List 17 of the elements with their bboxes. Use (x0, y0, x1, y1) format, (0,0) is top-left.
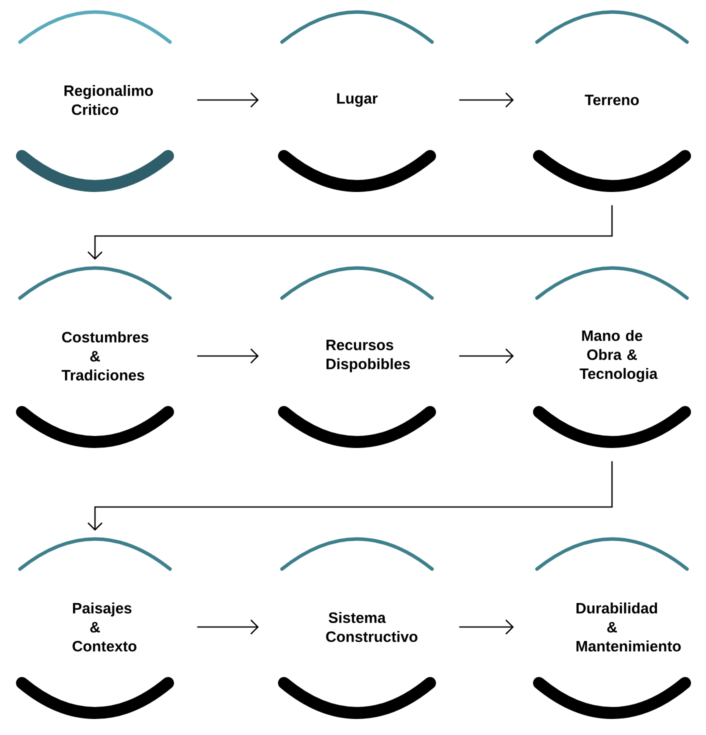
bracketed-label: Recursos Dispobibles (278, 266, 436, 448)
bracketed-label: Terreno (533, 10, 691, 192)
bracketed-label: Sistema Constructivo (278, 537, 436, 719)
arrow (197, 348, 259, 364)
arrow (459, 348, 514, 364)
bracketed-label: Costumbres & Tradiciones (16, 266, 174, 448)
bracketed-label: Lugar (278, 10, 436, 192)
arrow (88, 461, 613, 531)
bracketed-label: Mano de Obra & Tecnologia (533, 266, 691, 448)
bracketed-label: Paisajes & Contexto (16, 537, 174, 719)
arrow (197, 620, 259, 634)
arrow (88, 205, 613, 260)
arrow (459, 92, 514, 108)
arrow (459, 620, 514, 634)
bracketed-label: Durabilidad & Mantenimiento (533, 537, 691, 719)
bracketed-label: Regionalimo Critico (16, 10, 174, 192)
arrow (197, 92, 259, 108)
